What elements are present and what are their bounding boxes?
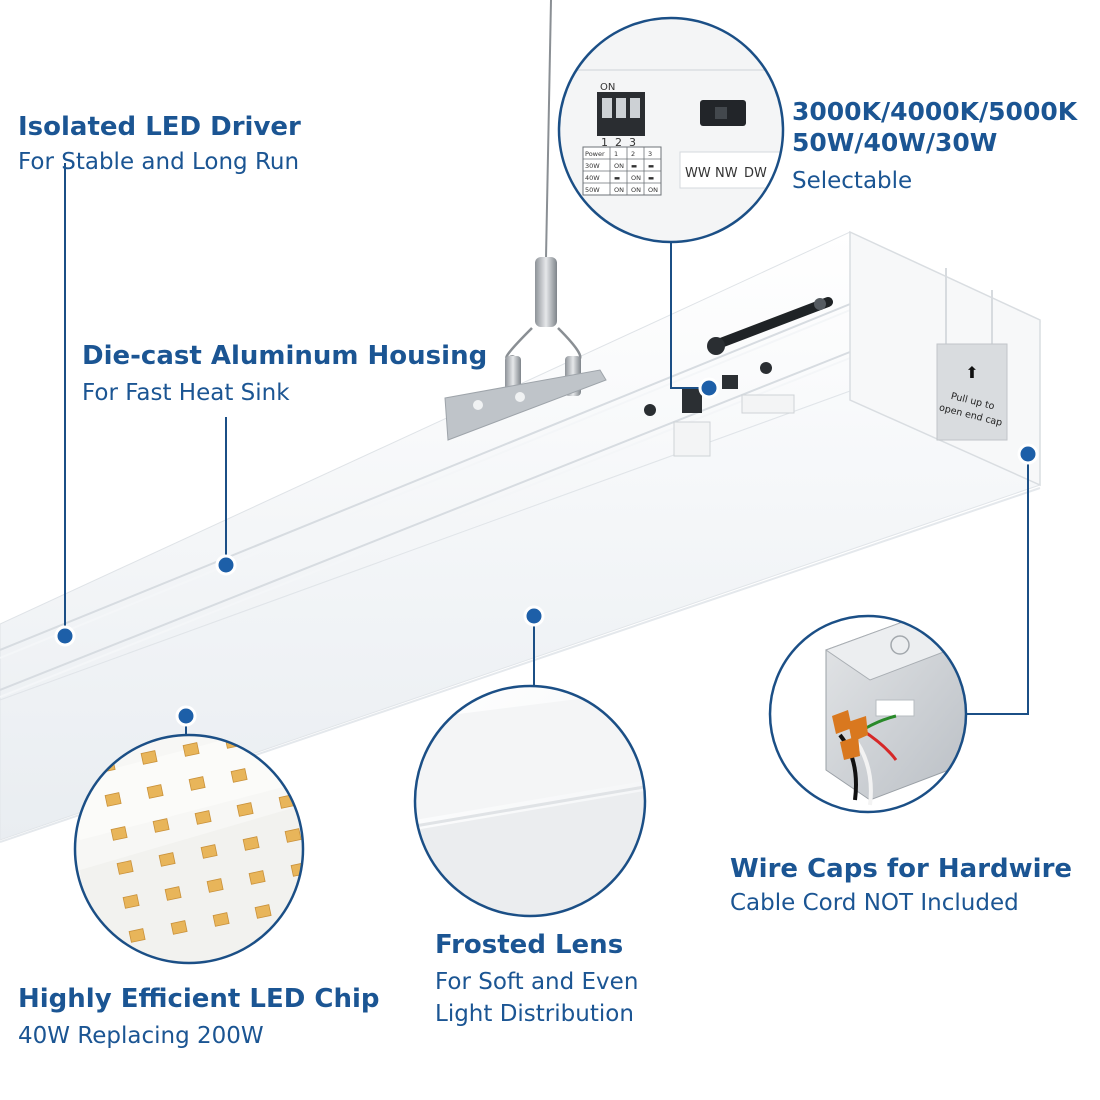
- dip-table-cell: ON: [614, 162, 624, 170]
- led-chip: [230, 768, 248, 783]
- housing-title: Die-cast Aluminum Housing: [82, 341, 488, 371]
- callout-dots: [54, 377, 1039, 727]
- driver-dot: [54, 625, 76, 647]
- chip-title: Highly Efficient LED Chip: [18, 984, 380, 1014]
- selector-wattage: 50W/40W/30W: [792, 128, 998, 157]
- selector-subtitle: Selectable: [792, 168, 913, 194]
- led-chip: [116, 860, 134, 875]
- driver-title: Isolated LED Driver: [18, 112, 301, 142]
- suspension-cable: [444, 0, 607, 441]
- dip-table-cell: ▬: [648, 174, 654, 182]
- dip-table-cell: ON: [631, 174, 641, 182]
- dip-table-header: 2: [631, 150, 635, 158]
- lens-dot: [523, 605, 545, 627]
- wire-caps-title: Wire Caps for Hardwire: [730, 854, 1073, 884]
- fixture-body: [0, 230, 1042, 843]
- dip-table-cell: ON: [648, 186, 658, 194]
- dip-table-header: Power: [585, 150, 605, 158]
- led-chip: [284, 828, 302, 843]
- dip-number-1: 1: [601, 136, 608, 149]
- led-chip: [194, 810, 212, 825]
- led-chip: [128, 928, 146, 943]
- dip-table-cell: ▬: [631, 162, 637, 170]
- dip-table-header: 1: [614, 150, 618, 158]
- lens-subtitle-line1: For Soft and Even: [435, 969, 639, 995]
- led-chip: [158, 852, 176, 867]
- selector-cct: 3000K/4000K/5000K: [792, 97, 1078, 126]
- chip-subtitle: 40W Replacing 200W: [18, 1023, 264, 1049]
- led-chip: [182, 742, 200, 757]
- led-chip: [152, 818, 170, 833]
- cct-label-ww: WW: [685, 166, 711, 181]
- chip-dot: [175, 705, 197, 727]
- dip-table-cell: 30W: [585, 162, 600, 170]
- housing-subtitle: For Fast Heat Sink: [82, 380, 290, 406]
- led-chip: [188, 776, 206, 791]
- led-chip: [254, 904, 272, 919]
- end-cap-arrow: ⬆: [965, 363, 978, 382]
- led-chip: [170, 920, 188, 935]
- led-chip: [242, 836, 260, 851]
- wiring-box-zoom: [768, 614, 968, 814]
- lens-title: Frosted Lens: [435, 930, 624, 960]
- dip-table-cell: ON: [614, 186, 624, 194]
- wire-caps-subtitle: Cable Cord NOT Included: [730, 890, 1019, 916]
- led-chip: [146, 784, 164, 799]
- cct-label-nw: NW: [715, 166, 738, 181]
- led-chip: [212, 912, 230, 927]
- led-chip: [110, 826, 128, 841]
- led-chip: [206, 878, 224, 893]
- driver-subtitle: For Stable and Long Run: [18, 149, 300, 175]
- dip-table-cell: 40W: [585, 174, 600, 182]
- led-chip: [140, 750, 158, 765]
- led-chip: [248, 870, 266, 885]
- led-chip: [296, 896, 303, 911]
- led-chip: [272, 760, 290, 775]
- frosted-lens-zoom: [413, 684, 647, 918]
- dip-on-label: ON: [600, 82, 615, 93]
- housing-dot: [215, 554, 237, 576]
- dip-table-cell: ON: [631, 186, 641, 194]
- dip-table-cell: 50W: [585, 186, 600, 194]
- led-chip: [200, 844, 218, 859]
- dip-table-cell: ▬: [614, 174, 620, 182]
- led-chip: [236, 802, 254, 817]
- leader-lines: [64, 163, 1029, 736]
- cct-label-dw: DW: [744, 166, 767, 181]
- lens-subtitle-line2: Light Distribution: [435, 1001, 634, 1027]
- dip-number-2: 2: [615, 136, 622, 149]
- dip-table-header: 3: [648, 150, 652, 158]
- led-chip: [104, 792, 122, 807]
- dip-table-cell: ▬: [648, 162, 654, 170]
- selector-dot: [698, 377, 720, 399]
- end-cap-dot: [1017, 443, 1039, 465]
- led-chip: [122, 894, 140, 909]
- led-chip: [164, 886, 182, 901]
- dip-number-3: 3: [629, 136, 636, 149]
